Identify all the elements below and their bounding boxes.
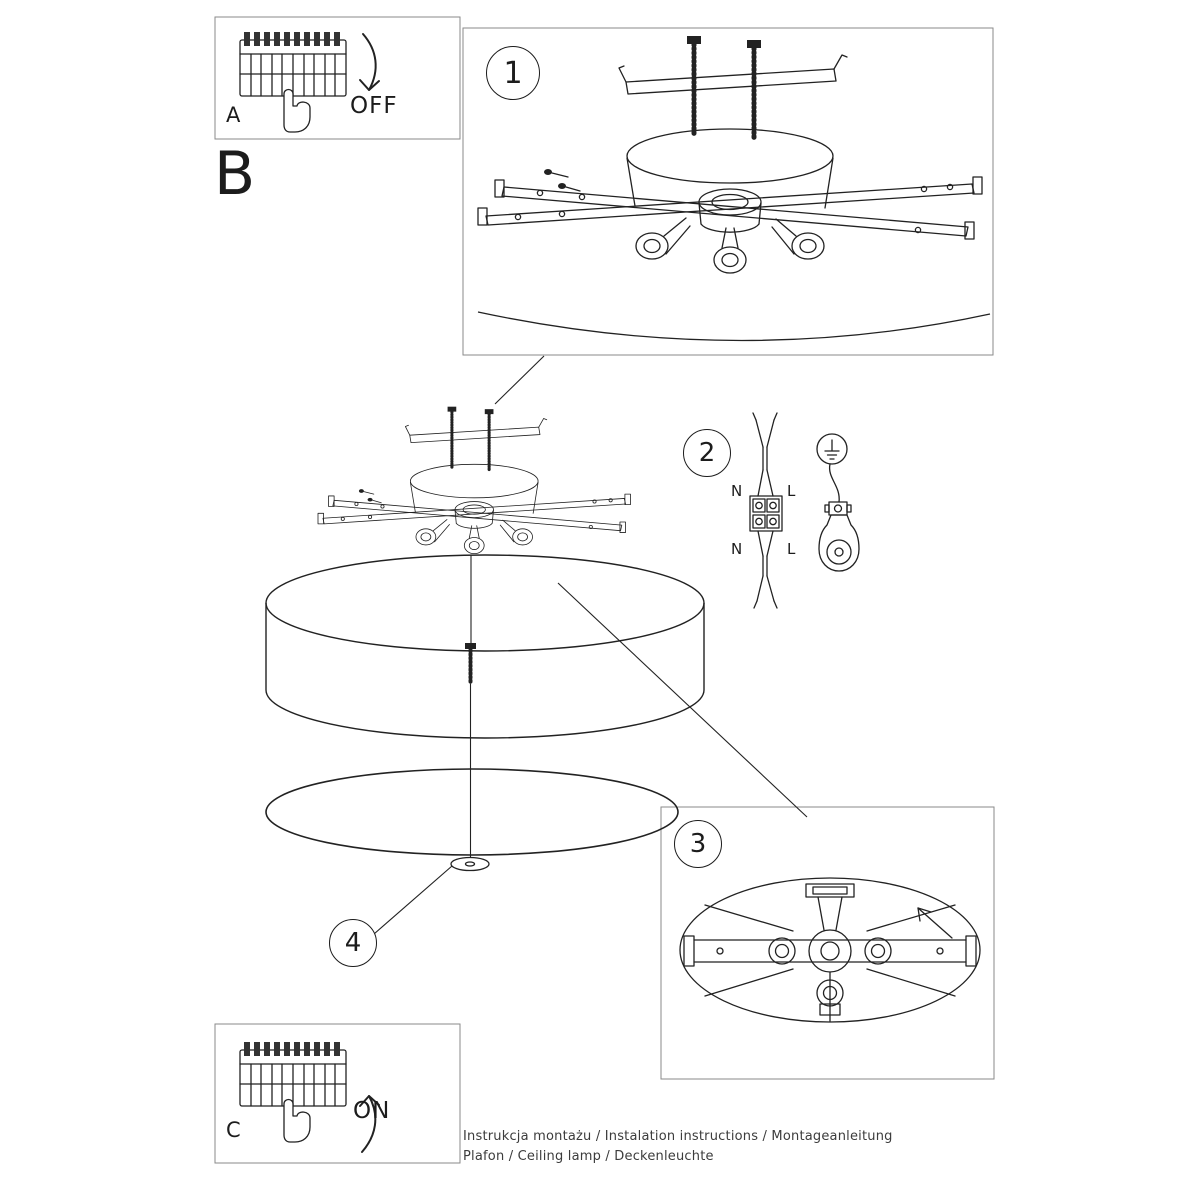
- step-2-badge: 2: [683, 429, 731, 477]
- mounting-frame-exploded-drawing: [478, 36, 991, 342]
- breaker-on-label: ON: [353, 1098, 391, 1124]
- footer-product-line: Plafon / Ceiling lamp / Deckenleuchte: [463, 1149, 714, 1164]
- neutral-label-top: N: [731, 482, 743, 500]
- breaker-panel-on-icon: [239, 1041, 347, 1143]
- footer-title-line: Instrukcja montażu / Instalation instruc…: [463, 1129, 893, 1144]
- frame-top-view-drawing: [679, 877, 981, 1023]
- step-3-number: 3: [689, 829, 707, 859]
- section-b-label: B: [214, 139, 256, 209]
- panel-a-label: A: [226, 103, 241, 127]
- center-screw-drawing: [465, 555, 476, 858]
- ground-symbol-icon: [816, 433, 848, 465]
- live-label-bottom: L: [787, 540, 796, 558]
- neutral-label-bottom: N: [731, 540, 743, 558]
- breaker-panel-off-icon: [239, 31, 347, 133]
- step-3-badge: 3: [674, 820, 722, 868]
- diffuser-drawing: [265, 768, 679, 856]
- wire-connector-diagram: [749, 412, 783, 609]
- step-1-badge: 1: [486, 46, 540, 100]
- step-2-number: 2: [698, 438, 716, 468]
- lamp-shade-drawing: [265, 554, 705, 739]
- step-4-badge: 4: [329, 919, 377, 967]
- reference-line: [557, 582, 808, 818]
- ground-terminal-drawing: [818, 463, 860, 572]
- arrow-up-icon: [359, 1095, 380, 1153]
- finial-cap-drawing: [373, 856, 490, 935]
- breaker-off-label: OFF: [350, 93, 398, 119]
- arrow-down-icon: [359, 33, 380, 91]
- frame-boxes: [214, 16, 995, 1164]
- live-label-top: L: [787, 482, 796, 500]
- mounting-frame-small-drawing: [316, 355, 633, 556]
- step-4-number: 4: [344, 928, 362, 958]
- step-1-number: 1: [503, 55, 523, 91]
- panel-c-label: C: [226, 1118, 241, 1142]
